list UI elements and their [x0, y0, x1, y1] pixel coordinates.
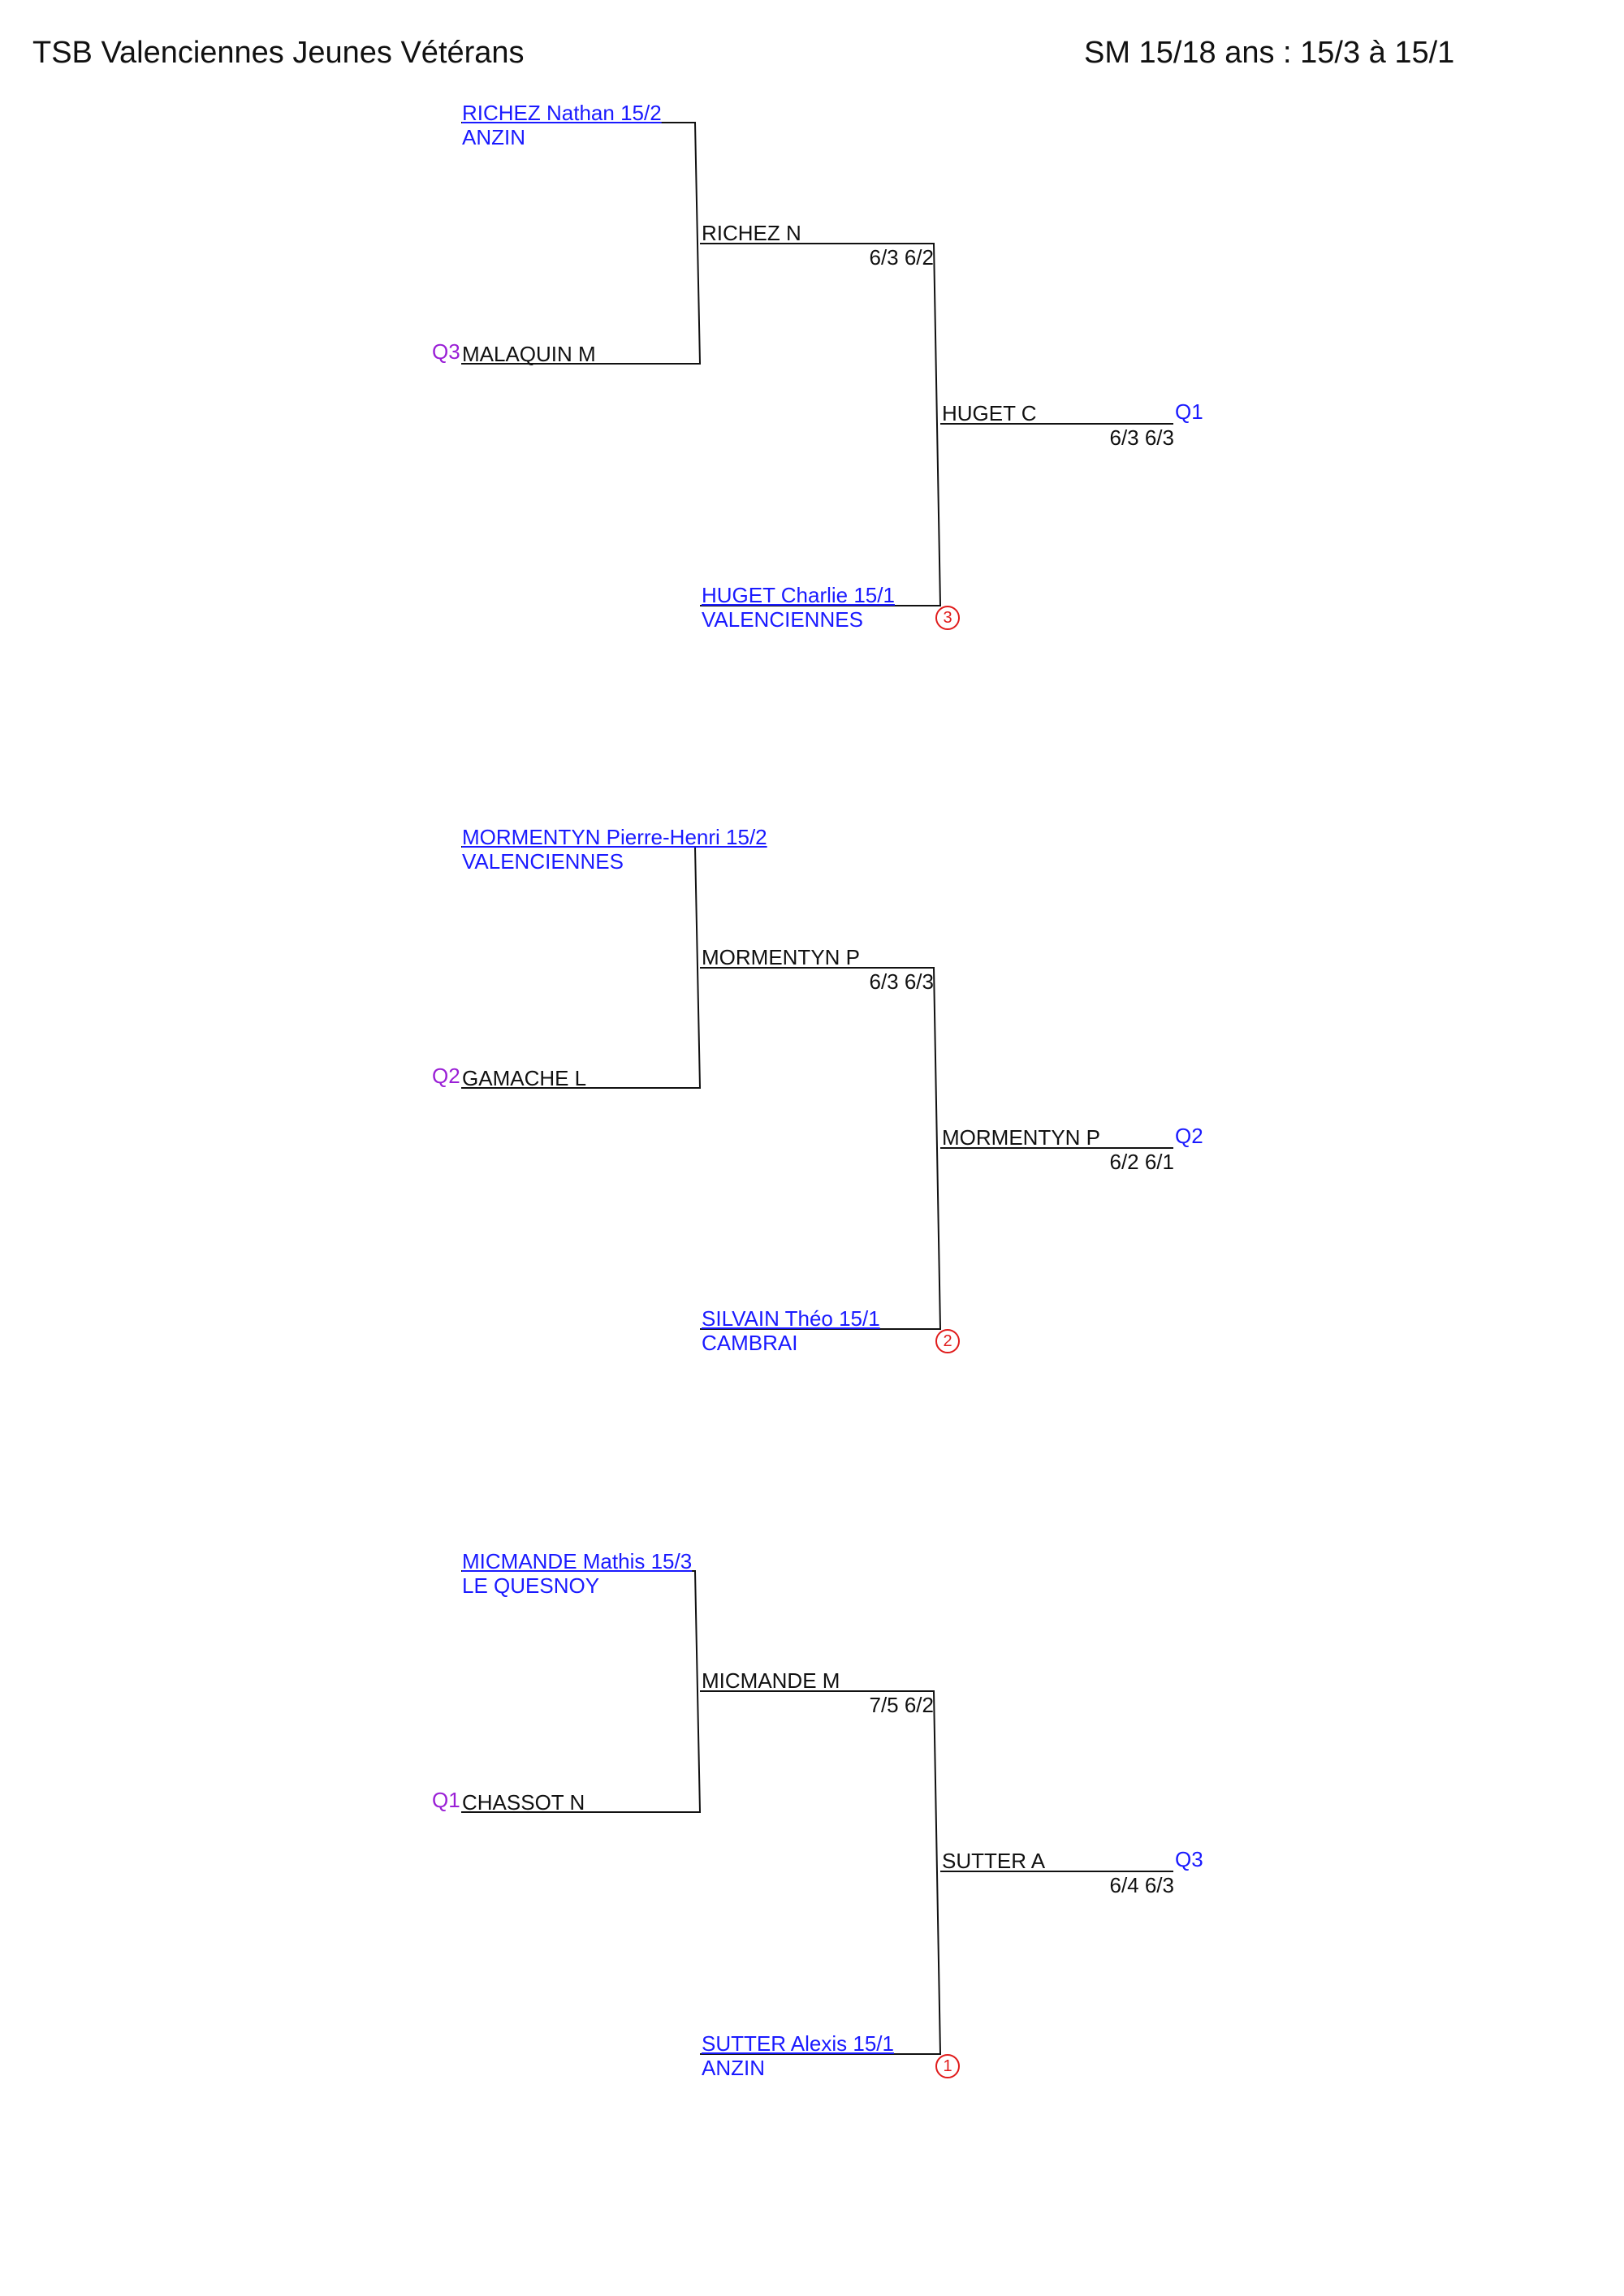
bracket-2-round1-score: 6/3 6/3	[869, 969, 934, 994]
bracket-2-entrant1-name[interactable]: MORMENTYN Pierre-Henri 15/2	[462, 825, 767, 849]
bracket-3-round1-winner: MICMANDE M	[702, 1668, 840, 1693]
bracket-3-seed-badge: 1	[935, 2054, 960, 2078]
bracket-3-entrant2-name: CHASSOT N	[462, 1790, 585, 1815]
bracket-1-final-score: 6/3 6/3	[1109, 425, 1174, 450]
bracket-3-entrant1-club: LE QUESNOY	[462, 1573, 600, 1598]
bracket-1-entrant2-qualifier: Q3	[432, 339, 460, 364]
bracket-3-line-entrant1	[461, 1570, 702, 1813]
bracket-1-entrant1-club: ANZIN	[462, 125, 525, 149]
bracket-3-seeded-name[interactable]: SUTTER Alexis 15/1	[702, 2031, 894, 2056]
bracket-3-line-round1	[700, 1690, 942, 2055]
bracket-1-entrant1-name[interactable]: RICHEZ Nathan 15/2	[462, 101, 662, 125]
bracket-2-entrant2-qualifier: Q2	[432, 1064, 460, 1088]
bracket-3-entrant2-qualifier: Q1	[432, 1788, 460, 1812]
bracket-1-qualified-as: Q1	[1175, 399, 1203, 424]
bracket-3-round1-score: 7/5 6/2	[869, 1693, 934, 1717]
bracket-1-entrant2-name: MALAQUIN M	[462, 342, 596, 366]
bracket-1-seeded-club: VALENCIENNES	[702, 607, 863, 632]
bracket-2-final-score: 6/2 6/1	[1109, 1150, 1174, 1174]
bracket-2-final-winner: MORMENTYN P	[942, 1125, 1100, 1150]
bracket-3-entrant1-name[interactable]: MICMANDE Mathis 15/3	[462, 1549, 693, 1573]
bracket-3-final-winner: SUTTER A	[942, 1849, 1046, 1873]
bracket-2-line-round1	[700, 967, 942, 1330]
bracket-3-qualified-as: Q3	[1175, 1847, 1203, 1871]
bracket-1-round1-winner: RICHEZ N	[702, 221, 801, 245]
bracket-2-seed-badge: 2	[935, 1329, 960, 1353]
bracket-2-seeded-name[interactable]: SILVAIN Théo 15/1	[702, 1306, 880, 1331]
document-title: TSB Valenciennes Jeunes Vétérans	[32, 36, 525, 70]
bracket-3-final-score: 6/4 6/3	[1109, 1873, 1174, 1897]
bracket-2-qualified-as: Q2	[1175, 1124, 1203, 1148]
bracket-1-line-entrant1	[461, 122, 702, 365]
bracket-1-seed-badge: 3	[935, 606, 960, 630]
bracket-1-final-winner: HUGET C	[942, 401, 1037, 425]
bracket-1-line-round1	[700, 243, 942, 606]
bracket-2-seeded-club: CAMBRAI	[702, 1331, 798, 1355]
bracket-1-round1-score: 6/3 6/2	[869, 245, 934, 270]
bracket-2-line-entrant1	[461, 846, 702, 1089]
bracket-2-round1-winner: MORMENTYN P	[702, 945, 860, 969]
bracket-2-entrant2-name: GAMACHE L	[462, 1066, 587, 1090]
draw-category-title: SM 15/18 ans : 15/3 à 15/1	[1084, 36, 1455, 70]
bracket-1-seeded-name[interactable]: HUGET Charlie 15/1	[702, 583, 895, 607]
bracket-3-seeded-club: ANZIN	[702, 2056, 765, 2080]
bracket-2-entrant1-club: VALENCIENNES	[462, 849, 624, 874]
